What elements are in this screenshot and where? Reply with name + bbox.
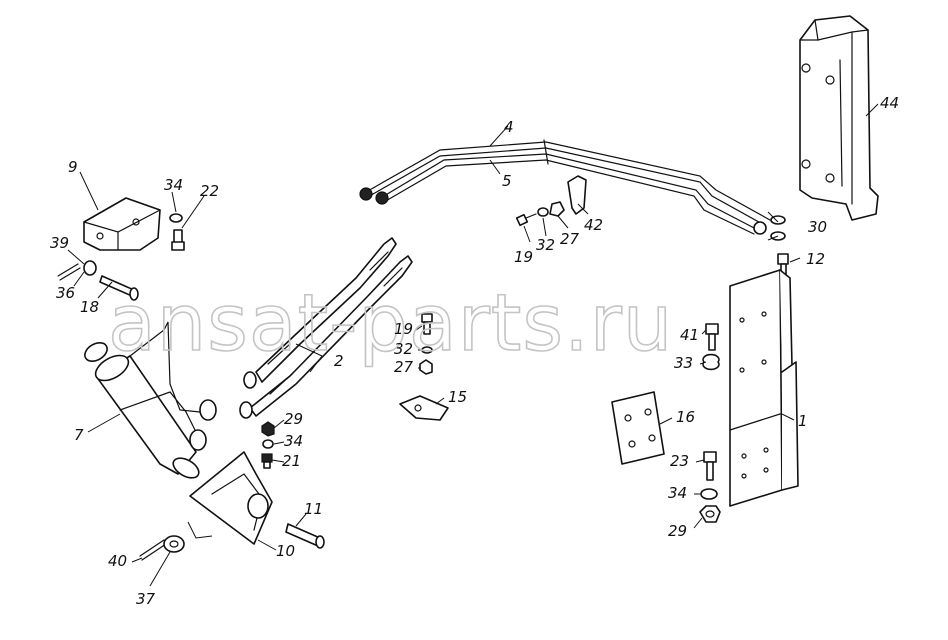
label-part-34-left: 34 — [164, 176, 183, 194]
label-part-37: 37 — [136, 590, 156, 608]
label-part-10: 10 — [276, 542, 295, 560]
callout-labels: 1 2 4 5 7 9 10 11 12 15 16 18 19 19 21 2… — [50, 94, 899, 608]
label-part-34-mid: 34 — [284, 432, 303, 450]
part-39-cotter — [57, 263, 81, 281]
label-part-27-top: 27 — [560, 230, 580, 248]
part-4-5-pipes — [359, 139, 771, 235]
label-part-33: 33 — [674, 354, 693, 372]
label-part-27-mid: 27 — [394, 358, 414, 376]
part-15-plate — [399, 395, 449, 421]
label-part-29-right: 29 — [668, 522, 687, 540]
leader-lines — [67, 103, 879, 587]
part-11-pin — [285, 523, 325, 549]
label-part-40: 40 — [108, 552, 127, 570]
label-part-1: 1 — [798, 412, 808, 430]
part-9-bracket — [83, 197, 161, 251]
label-part-2: 2 — [334, 352, 344, 370]
label-part-7: 7 — [74, 426, 84, 444]
part-36-washer — [83, 260, 97, 276]
watermark-text: ansat-parts.ru — [108, 279, 673, 369]
label-part-36: 36 — [56, 284, 75, 302]
label-part-19-top: 19 — [514, 248, 533, 266]
label-part-42: 42 — [584, 216, 603, 234]
part-27-nut-top — [549, 201, 565, 217]
label-part-18: 18 — [80, 298, 99, 316]
part-10-bracket — [189, 451, 273, 545]
label-part-22: 22 — [200, 182, 219, 200]
label-part-44: 44 — [880, 94, 899, 112]
label-part-29-mid: 29 — [284, 410, 303, 428]
label-part-30: 30 — [808, 218, 827, 236]
part-29-nut-right — [699, 505, 721, 523]
part-22-bolt — [171, 229, 185, 251]
label-part-23: 23 — [670, 452, 689, 470]
part-34-washer-right — [700, 488, 718, 500]
label-part-11: 11 — [304, 500, 323, 518]
part-34-washer-mid — [262, 439, 274, 449]
label-part-32-mid: 32 — [394, 340, 413, 358]
label-part-15: 15 — [448, 388, 467, 406]
label-part-34-right: 34 — [668, 484, 687, 502]
label-part-9: 9 — [68, 158, 78, 176]
part-42-bracket — [567, 175, 587, 215]
label-part-39: 39 — [50, 234, 69, 252]
label-part-19-mid: 19 — [394, 320, 413, 338]
part-16-plate — [611, 391, 665, 465]
part-19-bolt-mid — [421, 313, 433, 335]
part-27-nut-mid — [419, 359, 433, 375]
label-part-12: 12 — [806, 250, 825, 268]
part-2-hoses — [239, 237, 413, 419]
part-41-bolt — [705, 323, 719, 351]
part-23-bolt — [703, 451, 717, 481]
part-44-reservoir — [799, 15, 879, 221]
part-7-cylinder — [84, 321, 217, 479]
part-19-bolt-top — [515, 213, 537, 227]
part-1-plate — [729, 269, 799, 507]
part-33-washer — [702, 353, 720, 371]
part-40-cotter — [139, 539, 167, 561]
part-29-nut-mid — [261, 421, 275, 437]
label-part-16: 16 — [676, 408, 695, 426]
label-part-41: 41 — [680, 326, 699, 344]
part-32-washer-top — [537, 207, 549, 217]
label-part-4: 4 — [504, 118, 514, 136]
part-21-bolt — [261, 453, 273, 469]
label-part-21: 21 — [282, 452, 301, 470]
part-18-pin — [99, 275, 139, 301]
label-part-5: 5 — [502, 172, 512, 190]
label-part-32-top: 32 — [536, 236, 555, 254]
part-37-washer — [163, 535, 185, 553]
part-34-washer-left — [169, 213, 183, 223]
